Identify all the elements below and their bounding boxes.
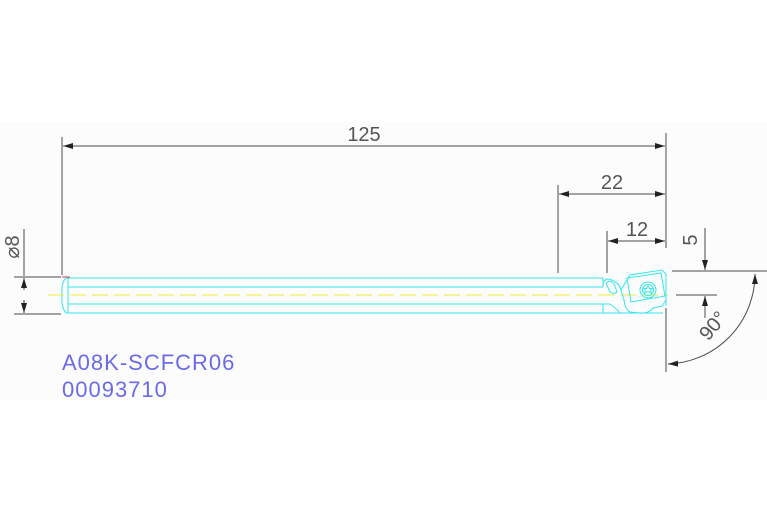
item-code-label: 00093710 bbox=[62, 377, 168, 402]
tool-head bbox=[602, 269, 667, 314]
part-number-label: A08K-SCFCR06 bbox=[62, 350, 236, 375]
dimension-label-12: 12 bbox=[626, 219, 648, 241]
dimension-approach-angle: 90° bbox=[667, 273, 758, 367]
dimension-label-diameter: ⌀8 bbox=[2, 235, 24, 258]
drawing-sheet bbox=[0, 122, 767, 400]
dimension-insert-offset: 12 bbox=[606, 219, 665, 273]
dimension-label-5: 5 bbox=[680, 234, 702, 245]
dimension-label-90deg: 90° bbox=[695, 307, 731, 344]
dimension-overall-length: 125 bbox=[61, 124, 667, 275]
dimension-head-length: 22 bbox=[557, 172, 665, 273]
dimension-shank-diameter: ⌀8 bbox=[2, 229, 61, 315]
dimension-label-22: 22 bbox=[601, 172, 623, 194]
dimension-label-125: 125 bbox=[347, 124, 380, 146]
dimension-tip-offset: 5 bbox=[672, 228, 767, 318]
insert-screw-icon bbox=[639, 281, 657, 299]
